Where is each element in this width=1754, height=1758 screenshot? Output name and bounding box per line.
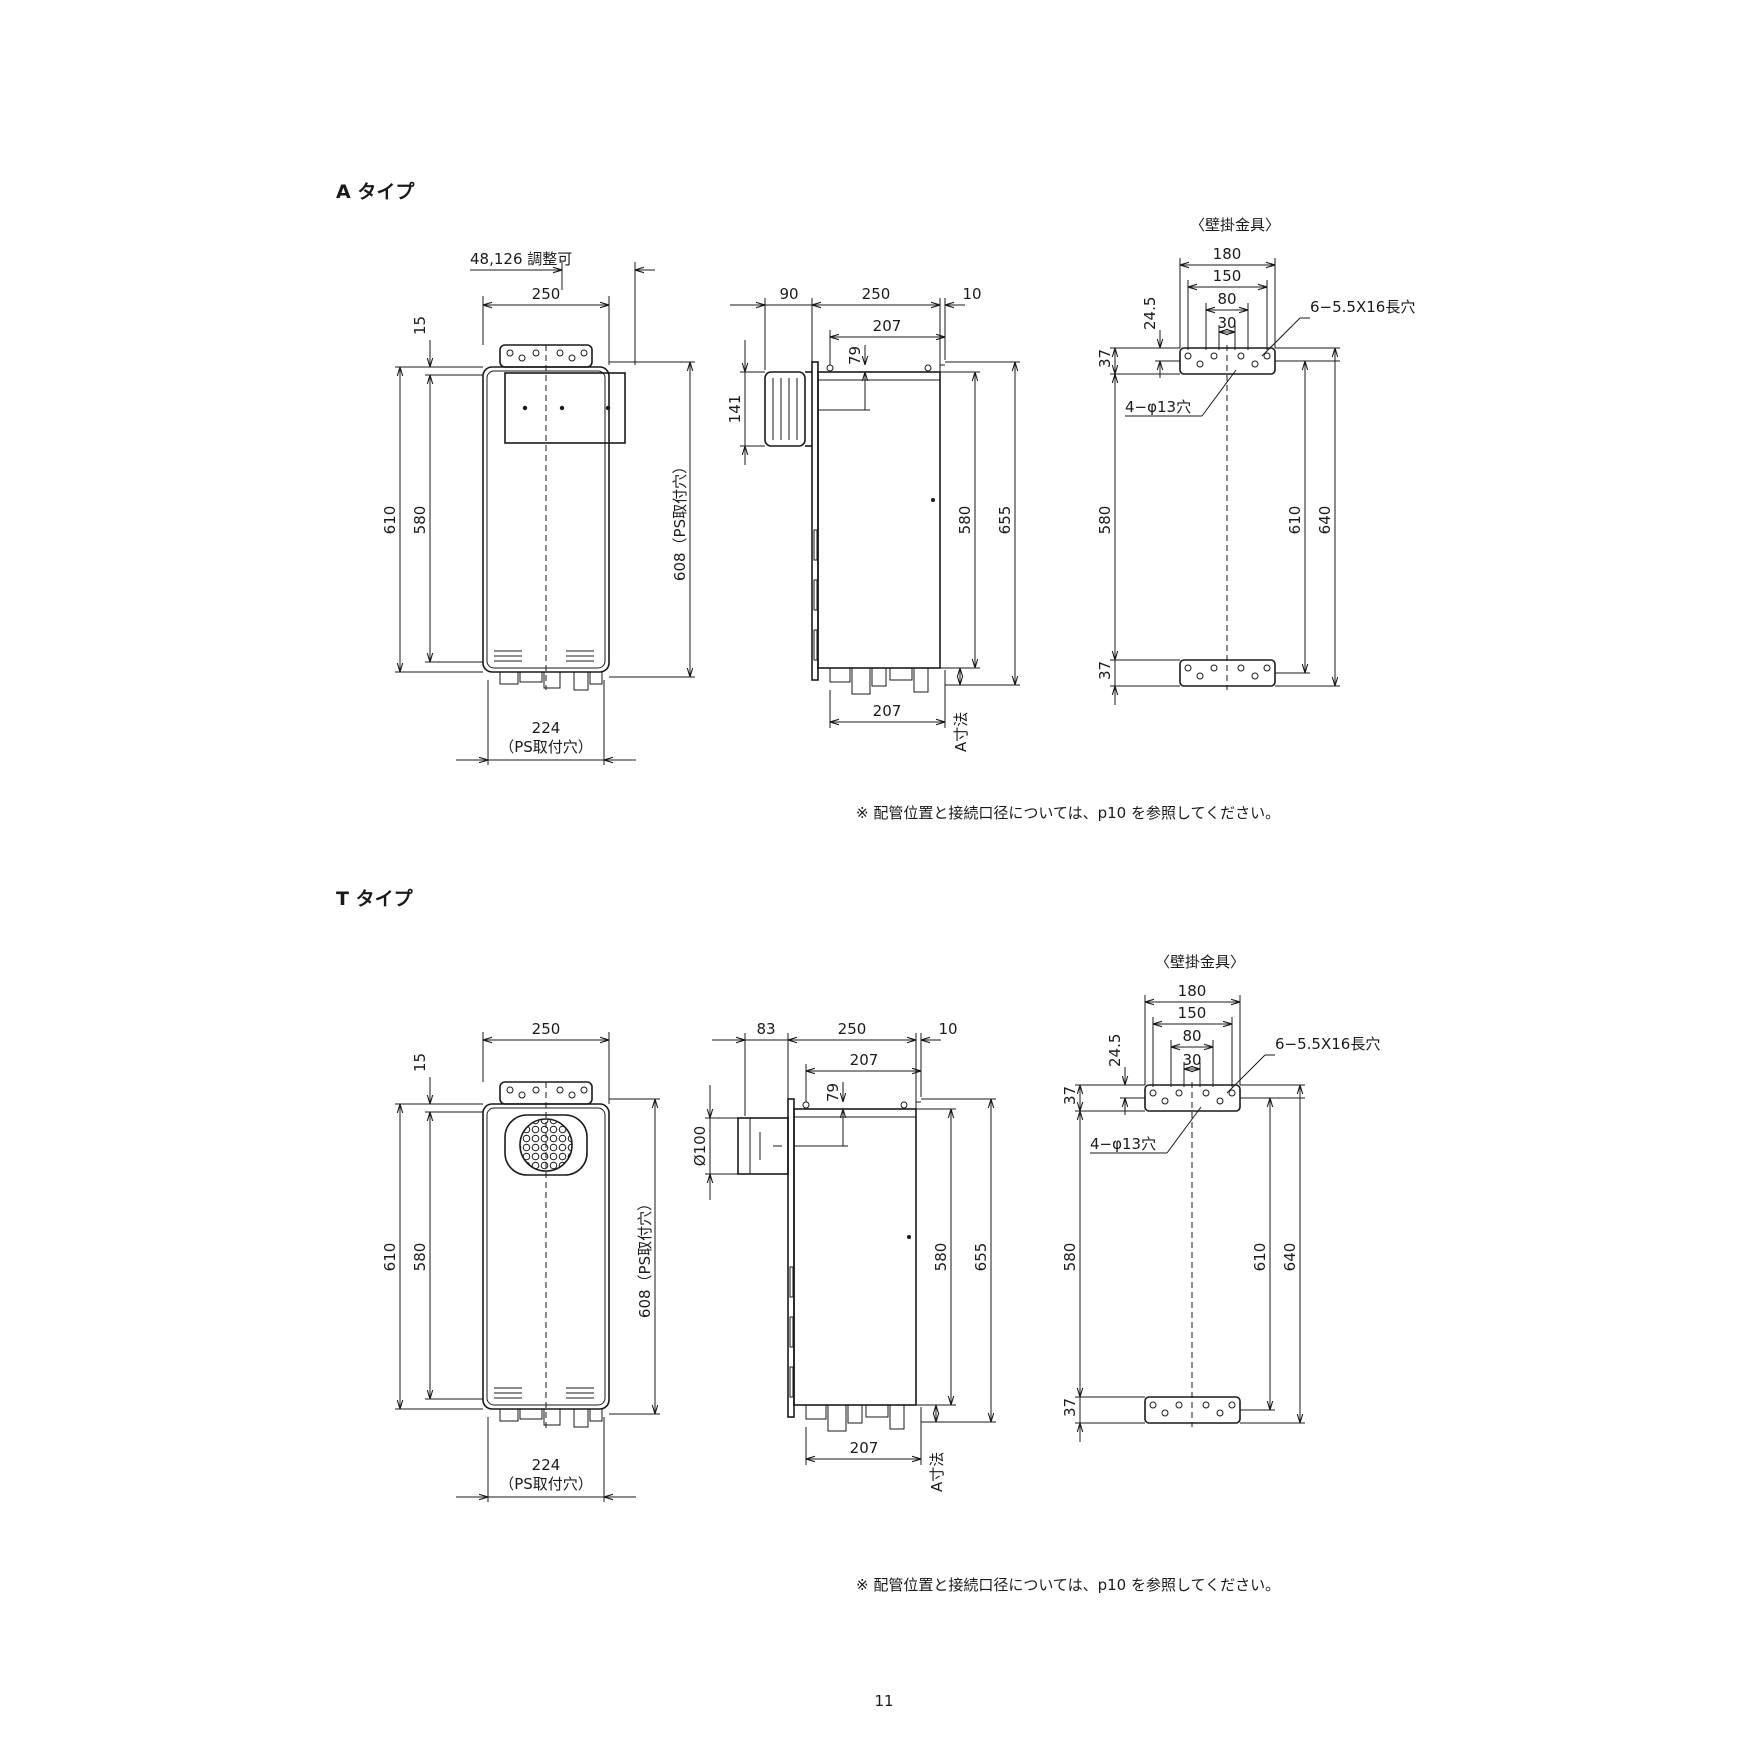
t-side-dim-a: A寸法 (928, 1452, 946, 1492)
t-bracket-view: 〈壁掛金具〉 180 150 80 30 (1061, 953, 1380, 1442)
a-bracket-dim-80: 80 (1217, 290, 1236, 308)
a-bracket-dim-37-bot: 37 (1096, 661, 1114, 680)
a-side-dim-10: 10 (962, 285, 981, 303)
a-bracket-dim-150: 150 (1213, 267, 1242, 285)
t-dim-15: 15 (411, 1053, 429, 1072)
a-front-vent-cover (504, 372, 626, 444)
t-side-fittings (805, 1404, 905, 1432)
a-side-dim-655: 655 (996, 506, 1014, 535)
t-front-top-bracket-holes (506, 1086, 588, 1099)
t-bracket-dim-150: 150 (1178, 1004, 1207, 1022)
t-front-view: 250 15 610 580 608（PS取付穴） 224 （PS取付穴） (381, 1020, 660, 1502)
a-side-hood-fins (772, 378, 798, 440)
t-dim-610: 610 (381, 1243, 399, 1272)
a-side-slots (813, 529, 818, 661)
t-side-dim-100: Ø100 (691, 1126, 709, 1166)
a-side-view: 90 250 10 207 79 141 580 655 (726, 285, 1020, 752)
t-bracket-dim-37-bot: 37 (1061, 1398, 1079, 1417)
t-side-slots (789, 1266, 794, 1398)
t-side-body (793, 1108, 917, 1406)
a-bracket-dim-30: 30 (1217, 314, 1236, 332)
t-bracket-dim-245: 24.5 (1106, 1034, 1124, 1067)
a-bracket-dim-640: 640 (1316, 506, 1334, 535)
a-bracket-dim-180: 180 (1213, 245, 1242, 263)
t-bracket-title: 〈壁掛金具〉 (1155, 953, 1245, 971)
t-bracket-slot-label: 6−5.5X16長穴 (1275, 1035, 1380, 1053)
t-side-dim-580: 580 (932, 1243, 950, 1272)
a-front-louvers (494, 650, 594, 662)
a-side-dim-580: 580 (956, 506, 974, 535)
a-bracket-dim-580: 580 (1096, 506, 1114, 535)
section-t-title: T タイプ (336, 887, 414, 910)
t-note: ※ 配管位置と接続口径については、p10 を参照してください。 (856, 1576, 1280, 1594)
a-front-fittings (499, 671, 603, 691)
t-bracket-holes (1149, 1089, 1236, 1417)
a-dim-ps: （PS取付穴） (499, 738, 593, 756)
a-bracket-slot-label: 6−5.5X16長穴 (1310, 298, 1415, 316)
section-a-title: A タイプ (336, 180, 415, 203)
a-dim-15: 15 (411, 316, 429, 335)
a-side-dim-a: A寸法 (952, 712, 970, 752)
a-dim-610: 610 (381, 506, 399, 535)
a-side-fittings (829, 667, 929, 695)
a-bracket-view: 〈壁掛金具〉 180 150 80 30 (1096, 216, 1415, 705)
a-bracket-dim-37-top: 37 (1096, 349, 1114, 368)
a-side-body (817, 371, 941, 669)
t-side-dim-207-bot: 207 (850, 1439, 879, 1457)
t-side-dim-79: 79 (824, 1083, 842, 1102)
t-side-dim-207-top: 207 (850, 1051, 879, 1069)
page-number: 11 (874, 1692, 893, 1710)
t-dim-width: 250 (532, 1020, 561, 1038)
t-front-fittings (499, 1408, 603, 1428)
a-side-dim-207-bot: 207 (873, 702, 902, 720)
a-dim-adjustable: 48,126 調整可 (470, 250, 572, 268)
t-side-dim-10: 10 (938, 1020, 957, 1038)
a-side-dim-141: 141 (726, 395, 744, 424)
t-dim-580: 580 (411, 1243, 429, 1272)
a-side-dim-79: 79 (846, 346, 864, 365)
a-bracket-holes (1184, 352, 1271, 680)
t-dim-224: 224 (532, 1456, 561, 1474)
t-bracket-dim-30: 30 (1182, 1051, 1201, 1069)
t-bracket-dim-180: 180 (1178, 982, 1207, 1000)
a-bracket-dim-610: 610 (1286, 506, 1304, 535)
t-bracket-dim-80: 80 (1182, 1027, 1201, 1045)
t-bracket-dim-610: 610 (1251, 1243, 1269, 1272)
t-bracket-dim-640: 640 (1281, 1243, 1299, 1272)
a-dim-608: 608（PS取付穴） (671, 459, 689, 581)
section-t: T タイプ (336, 887, 1380, 1594)
a-note: ※ 配管位置と接続口径については、p10 を参照してください。 (856, 804, 1280, 822)
a-dim-width: 250 (532, 285, 561, 303)
a-side-dim-207-top: 207 (873, 317, 902, 335)
a-front-view: 48,126 調整可 250 15 610 580 608（PS取付穴） (381, 250, 695, 765)
a-side-dim-90: 90 (779, 285, 798, 303)
section-a: A タイプ (336, 180, 1415, 822)
t-bracket-dim-37-top: 37 (1061, 1086, 1079, 1105)
t-bracket-hole-label: 4−φ13穴 (1090, 1135, 1156, 1153)
a-bracket-bottom-plate (1179, 659, 1276, 687)
t-side-view: 83 250 10 207 79 Ø100 580 655 (691, 1020, 996, 1492)
a-dim-224: 224 (532, 719, 561, 737)
t-front-louvers (494, 1387, 594, 1399)
a-bracket-hole-label: 4−φ13穴 (1125, 398, 1191, 416)
t-side-dim-655: 655 (972, 1243, 990, 1272)
t-bracket-dim-580: 580 (1061, 1243, 1079, 1272)
t-bracket-bottom-plate (1144, 1396, 1241, 1424)
a-front-top-bracket-holes (506, 349, 588, 362)
t-dim-608: 608（PS取付穴） (636, 1196, 654, 1318)
a-dim-580: 580 (411, 506, 429, 535)
a-side-exhaust-hood (764, 371, 806, 447)
t-side-dim-250: 250 (838, 1020, 867, 1038)
a-bracket-title: 〈壁掛金具〉 (1190, 216, 1280, 234)
a-bracket-dim-245: 24.5 (1141, 297, 1159, 330)
t-dim-ps: （PS取付穴） (499, 1475, 593, 1493)
t-side-dim-83: 83 (756, 1020, 775, 1038)
a-side-dim-250: 250 (862, 285, 891, 303)
